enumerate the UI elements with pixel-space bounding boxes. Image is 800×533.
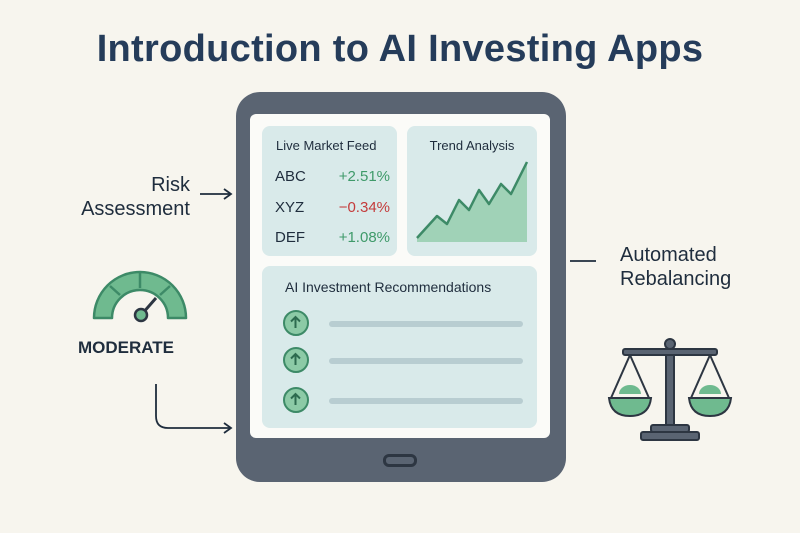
market-feed-card <box>262 126 397 256</box>
ticker-symbol: DEF <box>275 229 305 246</box>
automated-rebalancing-line1: Automated <box>620 244 717 266</box>
risk-assessment-line1: Risk <box>151 174 190 196</box>
ticker-change: −0.34% <box>338 199 390 216</box>
page-title: Introduction to AI Investing Apps <box>96 28 704 70</box>
recommendation-placeholder-bar <box>329 358 523 364</box>
risk-assessment-line2: Assessment <box>81 198 190 220</box>
ticker-change: +2.51% <box>338 168 390 185</box>
arrow-up-circle-icon <box>283 387 309 413</box>
automated-rebalancing-line2: Rebalancing <box>620 268 732 290</box>
arrow-right-icon <box>200 188 233 200</box>
risk-assessment-label: Risk Assessment <box>80 173 190 221</box>
automated-rebalancing-label: Automated Rebalancing <box>620 243 731 291</box>
ticker-symbol: XYZ <box>275 199 305 216</box>
trend-analysis-title: Trend Analysis <box>429 138 515 153</box>
recommendation-placeholder-bar <box>329 398 523 404</box>
recommendation-item[interactable] <box>283 310 523 340</box>
ticker-row[interactable]: XYZ −0.34% <box>275 199 390 221</box>
trend-chart-icon <box>416 161 529 242</box>
recommendation-item[interactable] <box>283 347 523 377</box>
home-button[interactable] <box>383 454 417 467</box>
ticker-change: +1.08% <box>338 229 390 246</box>
recommendations-title: AI Investment Recommendations <box>285 279 492 295</box>
risk-gauge-icon <box>92 270 188 323</box>
arrow-up-circle-icon <box>283 347 309 373</box>
recommendation-item[interactable] <box>283 387 523 417</box>
connector-line <box>570 260 596 262</box>
ticker-row[interactable]: DEF +1.08% <box>275 229 390 251</box>
balance-scale-icon <box>607 338 733 441</box>
bent-arrow-icon <box>155 384 233 434</box>
arrow-up-circle-icon <box>283 310 309 336</box>
market-feed-title: Live Market Feed <box>276 138 377 153</box>
ticker-row[interactable]: ABC +2.51% <box>275 168 390 190</box>
recommendation-placeholder-bar <box>329 321 523 327</box>
gauge-label: MODERATE <box>78 338 175 357</box>
ticker-symbol: ABC <box>275 168 306 185</box>
